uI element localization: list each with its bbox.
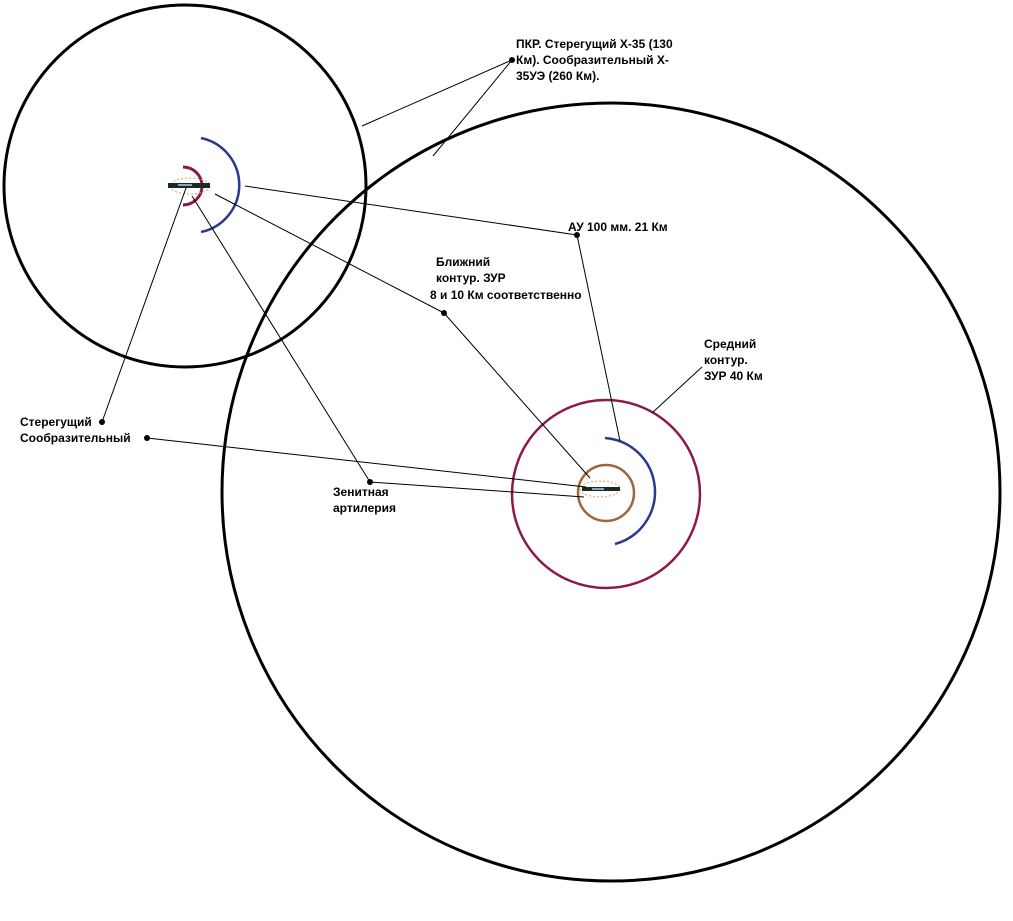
anchor-dots xyxy=(99,57,580,485)
ship-name-stereguschiy: Стерегущий xyxy=(20,415,92,429)
near-contour-label-line-2: контур. ЗУР xyxy=(436,271,506,285)
ship-name-soobrazitelny: Сообразительный xyxy=(20,431,131,445)
middle-sam-ring xyxy=(510,398,702,590)
flak-label-line-1: Зенитная xyxy=(333,485,389,499)
near-contour-label-line-3: 8 и 10 Км соответственно xyxy=(430,288,582,302)
ship-icon xyxy=(168,177,211,195)
gun-arc-large xyxy=(604,436,657,546)
mid-contour-label-line-2: контур. xyxy=(704,353,748,367)
ship-icon xyxy=(579,480,621,498)
mid-contour-label-line-3: ЗУР 40 Км xyxy=(704,369,763,383)
au-label: АУ 100 мм. 21 Км xyxy=(568,220,668,234)
pkr-label-line-3: 35УЭ (260 Км). xyxy=(516,69,599,83)
pkr-label-line-1: ПКР. Стерегущий Х-35 (130 xyxy=(516,37,673,51)
leader-lines xyxy=(101,59,703,498)
large-range-circle xyxy=(220,101,1002,883)
flak-label-line-2: артилерия xyxy=(333,501,396,515)
pkr-label-line-2: Км). Сообразительный Х- xyxy=(516,53,669,67)
inner-ring xyxy=(576,463,636,523)
small-range-circle xyxy=(2,3,368,369)
near-contour-label-line-1: Ближний xyxy=(436,255,490,269)
gun-arc-small xyxy=(200,136,241,234)
mid-contour-label-line-1: Средний xyxy=(704,337,756,351)
